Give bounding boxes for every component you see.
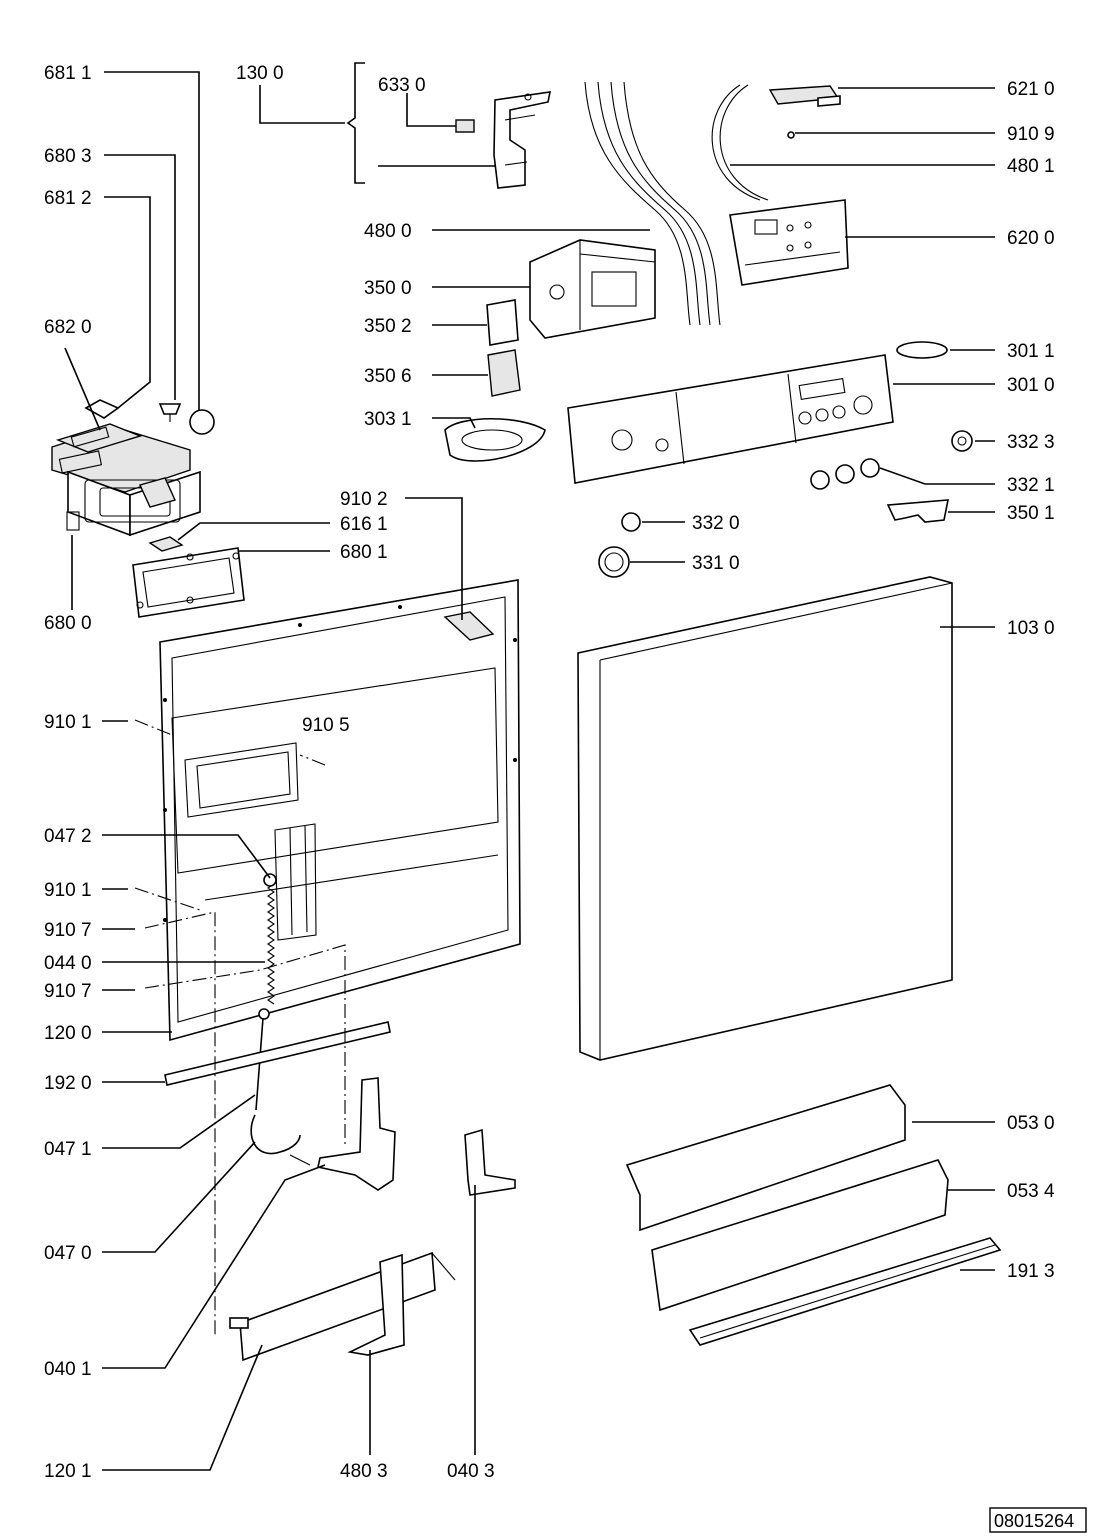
part-681-1 [189, 409, 215, 435]
leader-lines [64, 62, 995, 1471]
label-040-3: 040 3 [447, 1461, 495, 1482]
knob-ring-331-0 [598, 546, 630, 578]
wiring-harness-480-0 [584, 81, 721, 326]
label-303-1: 303 1 [364, 409, 412, 430]
label-350-1: 350 1 [1007, 503, 1055, 524]
label-620-0: 620 0 [1007, 228, 1055, 249]
label-120-1: 120 1 [44, 1461, 92, 1482]
seal-680-1 [132, 547, 245, 618]
wiring-harness-480-1 [711, 84, 769, 201]
label-044-0: 044 0 [44, 953, 92, 974]
screw-910-9 [787, 131, 795, 139]
label-332-0: 332 0 [692, 513, 740, 534]
label-480-0: 480 0 [364, 221, 412, 242]
label-047-1: 047 1 [44, 1139, 92, 1160]
bracket-480-3 [347, 1253, 405, 1356]
label-301-0: 301 0 [1007, 375, 1055, 396]
label-480-1: 480 1 [1007, 156, 1055, 177]
dispenser-lid-682-0 [55, 423, 143, 453]
strip-192-0 [164, 1021, 391, 1086]
cable-047-1 [255, 1017, 264, 1111]
label-040-1: 040 1 [44, 1359, 92, 1380]
label-120-0: 120 0 [44, 1023, 92, 1044]
drawing-code: 08015264 [994, 1511, 1074, 1531]
label-910-7-a: 910 7 [44, 920, 92, 941]
label-681-1: 681 1 [44, 63, 92, 84]
label-910-7-b: 910 7 [44, 981, 92, 1002]
button-332-0 [621, 512, 641, 532]
label-301-1: 301 1 [1007, 341, 1055, 362]
microswitch-633-0 [455, 119, 475, 133]
label-350-6: 350 6 [364, 366, 412, 387]
label-130-0: 130 0 [236, 63, 284, 84]
label-103-0: 103 0 [1007, 618, 1055, 639]
control-panel-301-0 [567, 354, 894, 484]
part-350-1 [886, 499, 949, 523]
label-681-2: 681 2 [44, 188, 92, 209]
label-621-0: 621 0 [1007, 79, 1055, 100]
label-910-1-a: 910 1 [44, 712, 92, 733]
plinth-053-0 [625, 1084, 906, 1232]
part-303-1 [444, 418, 546, 462]
label-047-0: 047 0 [44, 1243, 92, 1264]
rail-120-1 [229, 1251, 456, 1362]
label-332-3: 332 3 [1007, 432, 1055, 453]
part-350-6 [487, 349, 521, 397]
hinge-bracket-040-1 [317, 1077, 396, 1191]
label-480-3: 480 3 [340, 1461, 388, 1482]
label-191-3: 191 3 [1007, 1261, 1055, 1282]
label-910-1-b: 910 1 [44, 880, 92, 901]
control-board-620-0 [729, 199, 849, 286]
label-910-9: 910 9 [1007, 124, 1055, 145]
part-labels: 681 1 130 0 633 0 621 0 910 9 480 1 680 … [44, 63, 1055, 1482]
label-350-0: 350 0 [364, 278, 412, 299]
electronic-module-350-0 [529, 239, 656, 339]
knob-332-3 [951, 430, 973, 452]
assembly-axes [134, 719, 346, 1335]
pulley-047-0 [250, 1114, 311, 1166]
label-910-5: 910 5 [302, 715, 350, 736]
spring-044-0 [258, 873, 277, 1020]
label-350-2: 350 2 [364, 316, 412, 337]
outer-door-panel-103-0 [577, 576, 953, 1061]
label-682-0: 682 0 [44, 317, 92, 338]
label-680-0: 680 0 [44, 613, 92, 634]
label-633-0: 633 0 [378, 75, 426, 96]
label-616-1: 616 1 [340, 514, 388, 535]
part-680-3 [158, 403, 182, 422]
part-350-2 [486, 299, 519, 346]
inner-door-120-0 [159, 579, 521, 1042]
label-332-1: 332 1 [1007, 475, 1055, 496]
label-053-4: 053 4 [1007, 1181, 1055, 1202]
buttons-332-1 [810, 458, 880, 490]
part-616-1 [148, 536, 184, 552]
label-053-0: 053 0 [1007, 1113, 1055, 1134]
label-331-0: 331 0 [692, 553, 740, 574]
label-680-1: 680 1 [340, 542, 388, 563]
label-192-0: 192 0 [44, 1073, 92, 1094]
board-621-0 [768, 85, 841, 107]
door-lock-130-0 [493, 91, 552, 189]
plinth-cover-053-4 [651, 1159, 949, 1312]
label-910-2: 910 2 [340, 489, 388, 510]
lens-301-1 [896, 341, 948, 359]
label-680-3: 680 3 [44, 146, 92, 167]
label-047-2: 047 2 [44, 826, 92, 847]
drawing-code-box: 08015264 [989, 1507, 1087, 1533]
bracket-040-3 [464, 1128, 516, 1196]
strip-191-3 [688, 1237, 1002, 1346]
